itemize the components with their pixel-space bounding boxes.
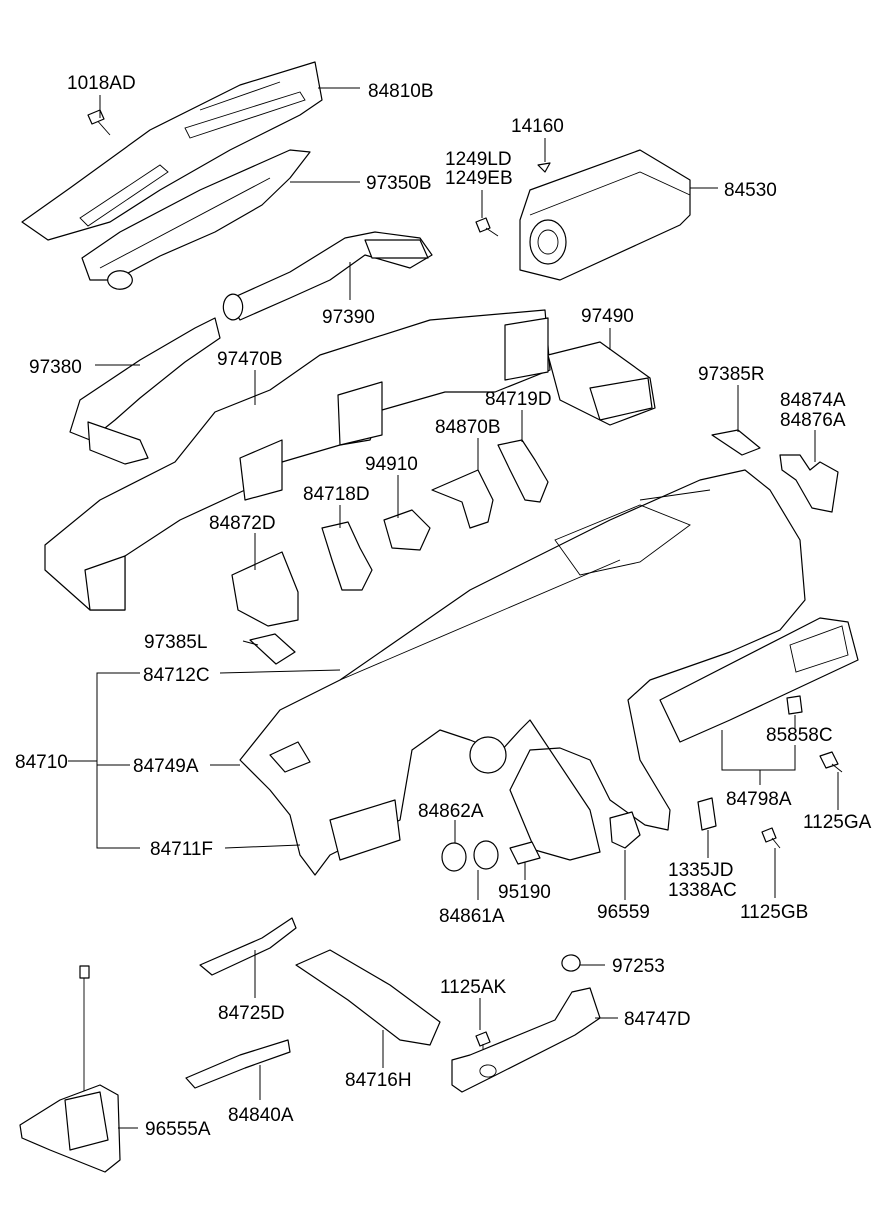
label-84710: 84710	[15, 752, 68, 773]
bulb-97253	[561, 954, 581, 972]
bolt-1125ak	[475, 1031, 491, 1052]
airbag-module-box	[519, 149, 691, 281]
bracket-84725d	[199, 917, 297, 976]
label-84840a: 84840A	[228, 1105, 294, 1126]
ring-84862a	[441, 842, 467, 872]
bolt-1249	[475, 217, 499, 237]
bracket-84716h	[295, 949, 441, 1046]
label-1338ac: 1338AC	[668, 880, 737, 901]
label-97385l: 97385L	[144, 632, 207, 653]
ring-84861a	[473, 840, 499, 870]
defroster-nozzle-panel	[21, 61, 323, 241]
label-84716h: 84716H	[345, 1070, 412, 1091]
bolt-1125ga	[819, 751, 843, 773]
clip-1335jd	[697, 797, 717, 831]
glove-box	[659, 617, 859, 743]
vent-grille-right	[711, 429, 761, 456]
label-97350b: 97350B	[366, 173, 432, 194]
defroster-duct	[81, 149, 311, 290]
label-84530: 84530	[724, 180, 777, 201]
clip-85858c	[786, 695, 803, 715]
label-96555a: 96555A	[145, 1119, 211, 1140]
label-97380: 97380	[29, 357, 82, 378]
label-84718d: 84718D	[303, 484, 370, 505]
label-84870b: 84870B	[435, 417, 501, 438]
side-duct-hose-left	[69, 317, 221, 465]
label-84749a: 84749A	[133, 756, 199, 777]
label-84798a: 84798A	[726, 789, 792, 810]
label-97490: 97490	[581, 306, 634, 327]
bracket-84718d	[321, 521, 373, 591]
label-97470b: 97470B	[217, 349, 283, 370]
center-vent-box	[547, 341, 656, 426]
bracket-84874a	[779, 454, 839, 513]
sensor-94910	[383, 509, 431, 551]
label-84711f: 84711F	[150, 839, 213, 860]
label-1125gb: 1125GB	[740, 902, 808, 923]
bracket-84870b	[431, 469, 494, 529]
bracket-84840a	[185, 1039, 291, 1089]
label-1018ad: 1018AD	[67, 73, 136, 94]
label-1249eb: 1249EB	[445, 168, 513, 189]
label-1125ak: 1125AK	[440, 977, 507, 998]
label-84810b: 84810B	[368, 81, 434, 102]
module-96555a	[19, 965, 121, 1173]
label-84876a: 84876A	[780, 410, 846, 431]
label-97385r: 97385R	[698, 364, 765, 385]
bracket-84747d	[451, 987, 601, 1093]
part-labels: 1018AD 84810B 14160 1249LD 1249EB 97350B…	[15, 73, 872, 1140]
label-84719d: 84719D	[485, 389, 552, 410]
label-84712c: 84712C	[143, 665, 210, 686]
leader-lines	[68, 87, 839, 1129]
label-84725d: 84725D	[218, 1003, 285, 1024]
label-84874a: 84874A	[780, 390, 846, 411]
label-84747d: 84747D	[624, 1009, 691, 1030]
vent-grille-left	[249, 633, 296, 665]
bracket-84872d	[231, 551, 299, 627]
label-84861a: 84861A	[439, 906, 505, 927]
side-duct-hose-right	[222, 231, 433, 321]
label-85858c: 85858C	[766, 725, 833, 746]
label-84862a: 84862A	[418, 801, 484, 822]
crash-pad-assembly	[239, 469, 806, 876]
main-center-duct	[44, 309, 551, 611]
label-1335jd: 1335JD	[668, 860, 734, 881]
label-95190: 95190	[498, 882, 551, 903]
clip-14160	[537, 162, 551, 173]
lamp-95190	[509, 841, 541, 865]
bolt-1125gb	[761, 827, 781, 849]
label-96559: 96559	[597, 902, 650, 923]
label-14160: 14160	[511, 116, 564, 137]
label-84872d: 84872D	[209, 513, 276, 534]
label-1249ld: 1249LD	[445, 149, 512, 170]
label-97253: 97253	[612, 956, 665, 977]
screw-1018ad	[87, 109, 111, 136]
bracket-84719d	[497, 439, 549, 503]
label-94910: 94910	[365, 454, 418, 475]
label-1125ga: 1125GA	[803, 812, 872, 833]
switch-96559	[609, 811, 641, 849]
label-97390: 97390	[322, 307, 375, 328]
